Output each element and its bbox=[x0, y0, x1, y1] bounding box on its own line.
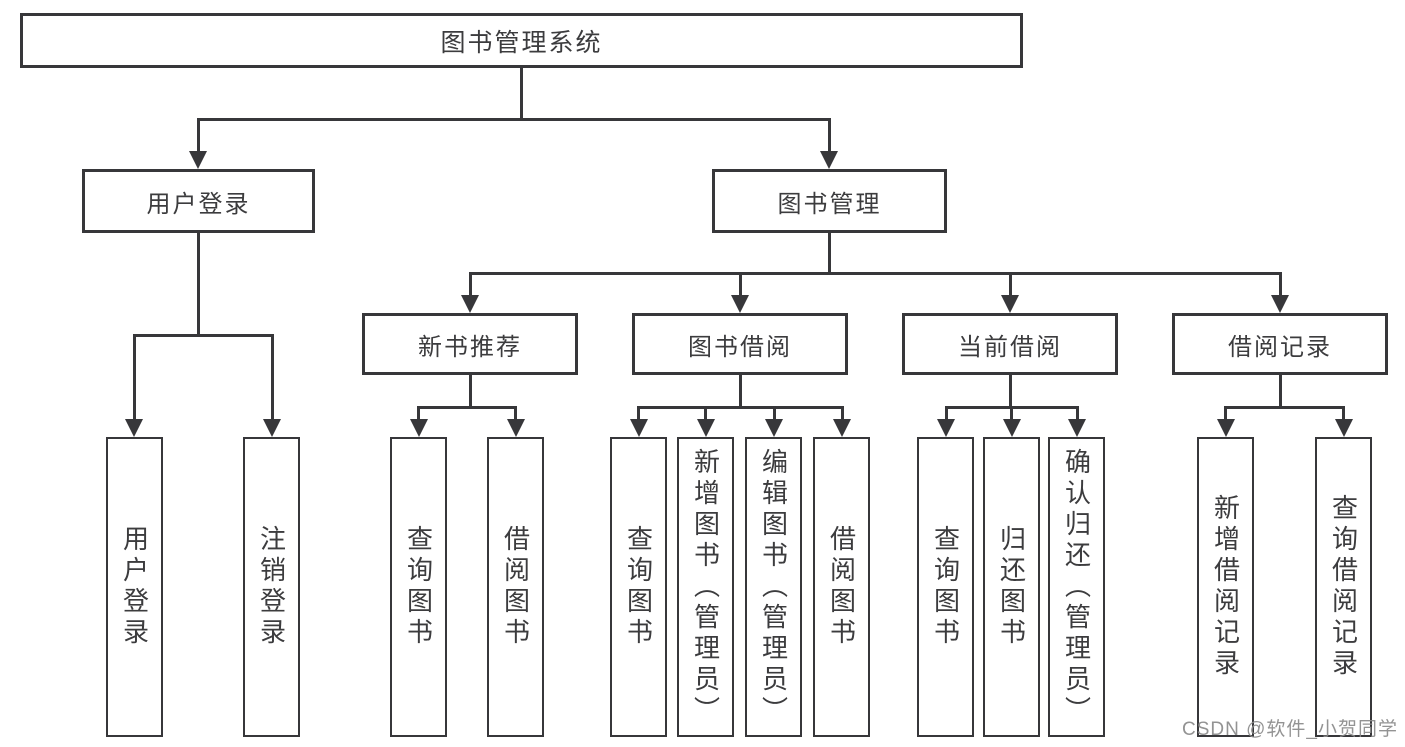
arrowhead-new-book bbox=[461, 295, 479, 313]
node-label: 确认归还（管理员） bbox=[1061, 447, 1092, 727]
node-label: 归还图书 bbox=[996, 525, 1027, 649]
connector-level3-rail bbox=[468, 271, 1282, 275]
connector-stem-nb2 bbox=[514, 407, 517, 421]
connector-new-book-drop bbox=[468, 375, 472, 407]
node-label: 新增借阅记录 bbox=[1210, 494, 1241, 680]
arrowhead-leaf-login bbox=[125, 419, 143, 437]
arrowhead-br2 bbox=[1334, 419, 1353, 437]
node-new-book-recommend: 新书推荐 bbox=[362, 313, 578, 375]
arrowhead-cb3 bbox=[1068, 419, 1086, 437]
leaf-borrow-add-books-admin: 新增图书（管理员） bbox=[677, 437, 734, 737]
connector-stem-br2 bbox=[1342, 407, 1345, 421]
node-label: 当前借阅 bbox=[958, 333, 1062, 361]
arrowhead-bb2 bbox=[696, 419, 715, 437]
connector-stem-user-login bbox=[196, 119, 200, 153]
arrowhead-bb4 bbox=[833, 419, 851, 437]
connector-borrow-rail bbox=[637, 405, 844, 409]
connector-records-rail bbox=[1224, 405, 1345, 409]
connector-root-drop bbox=[519, 68, 523, 119]
arrowhead-br1 bbox=[1216, 419, 1235, 437]
arrowhead-nb1 bbox=[409, 419, 428, 437]
connector-stem-current bbox=[1008, 273, 1012, 297]
connector-stem-bb2 bbox=[704, 407, 707, 421]
arrowhead-bb1 bbox=[629, 419, 648, 437]
connector-stem-book-mgmt bbox=[827, 119, 831, 153]
leaf-records-query-record: 查询借阅记录 bbox=[1315, 437, 1372, 737]
connector-stem-bb3 bbox=[772, 407, 776, 421]
arrowhead-cb1 bbox=[937, 419, 955, 437]
node-label: 注销登录 bbox=[256, 525, 287, 649]
node-library-management-system: 图书管理系统 bbox=[20, 13, 1023, 68]
leaf-logout: 注销登录 bbox=[243, 437, 300, 737]
node-label: 图书管理系统 bbox=[440, 28, 603, 57]
leaf-user-login: 用户登录 bbox=[106, 437, 163, 737]
connector-borrow-drop bbox=[738, 375, 742, 407]
connector-stem-bb1 bbox=[637, 407, 640, 421]
connector-stem-borrow bbox=[738, 273, 742, 297]
arrowhead-records bbox=[1271, 295, 1289, 313]
leaf-borrow-edit-books-admin: 编辑图书（管理员） bbox=[745, 437, 802, 737]
connector-records-drop bbox=[1278, 375, 1282, 407]
connector-book-mgmt-drop bbox=[827, 233, 831, 273]
leaf-current-query-books: 查询图书 bbox=[917, 437, 974, 737]
node-label: 查询图书 bbox=[930, 525, 961, 649]
node-label: 用户登录 bbox=[146, 190, 251, 218]
node-label: 借阅图书 bbox=[826, 525, 857, 649]
arrowhead-book-mgmt bbox=[820, 151, 838, 169]
connector-stem-cb2 bbox=[1010, 407, 1013, 421]
csdn-watermark: CSDN @软件_小贺同学 bbox=[1182, 719, 1398, 740]
leaf-borrow-borrow-books: 借阅图书 bbox=[813, 437, 870, 737]
node-current-borrow: 当前借阅 bbox=[902, 313, 1118, 375]
node-label: 借阅记录 bbox=[1228, 333, 1332, 361]
connector-user-login-drop bbox=[196, 233, 200, 335]
node-borrow-records: 借阅记录 bbox=[1172, 313, 1388, 375]
node-label: 新增图书（管理员） bbox=[690, 447, 721, 727]
connector-stem-new-book bbox=[468, 273, 472, 297]
arrowhead-leaf-logout bbox=[263, 419, 281, 437]
connector-user-login-rail bbox=[132, 333, 274, 337]
connector-stem-leaf-login bbox=[132, 335, 136, 421]
leaf-current-confirm-return-admin: 确认归还（管理员） bbox=[1048, 437, 1105, 737]
node-label: 图书管理 bbox=[777, 190, 882, 218]
connector-current-drop bbox=[1008, 375, 1012, 407]
leaf-newbook-query-books: 查询图书 bbox=[390, 437, 447, 737]
connector-stem-nb1 bbox=[417, 407, 420, 421]
leaf-records-add-record: 新增借阅记录 bbox=[1197, 437, 1254, 737]
arrowhead-current bbox=[1001, 295, 1019, 313]
leaf-newbook-borrow-books: 借阅图书 bbox=[487, 437, 544, 737]
node-book-borrow: 图书借阅 bbox=[632, 313, 848, 375]
connector-stem-br1 bbox=[1224, 407, 1227, 421]
connector-new-book-rail bbox=[417, 405, 517, 409]
node-label: 图书借阅 bbox=[688, 333, 792, 361]
connector-level2-rail bbox=[196, 117, 831, 121]
node-label: 查询图书 bbox=[403, 525, 434, 649]
leaf-current-return-books: 归还图书 bbox=[983, 437, 1040, 737]
node-label: 用户登录 bbox=[119, 525, 150, 649]
leaf-borrow-query-books: 查询图书 bbox=[610, 437, 667, 737]
connector-stem-cb3 bbox=[1075, 407, 1079, 421]
arrowhead-borrow bbox=[731, 295, 749, 313]
connector-stem-bb4 bbox=[840, 407, 844, 421]
connector-stem-leaf-logout bbox=[270, 335, 274, 421]
node-label: 编辑图书（管理员） bbox=[758, 447, 789, 727]
node-user-login: 用户登录 bbox=[82, 169, 315, 233]
connector-stem-cb1 bbox=[944, 407, 948, 421]
connector-stem-records bbox=[1278, 273, 1282, 297]
arrowhead-cb2 bbox=[1002, 419, 1021, 437]
node-label: 查询借阅记录 bbox=[1328, 494, 1359, 680]
arrowhead-bb3 bbox=[765, 419, 783, 437]
node-book-management: 图书管理 bbox=[712, 169, 947, 233]
node-label: 新书推荐 bbox=[418, 333, 522, 361]
node-label: 借阅图书 bbox=[500, 525, 531, 649]
node-label: 查询图书 bbox=[623, 525, 654, 649]
arrowhead-nb2 bbox=[506, 419, 525, 437]
arrowhead-user-login bbox=[189, 151, 207, 169]
